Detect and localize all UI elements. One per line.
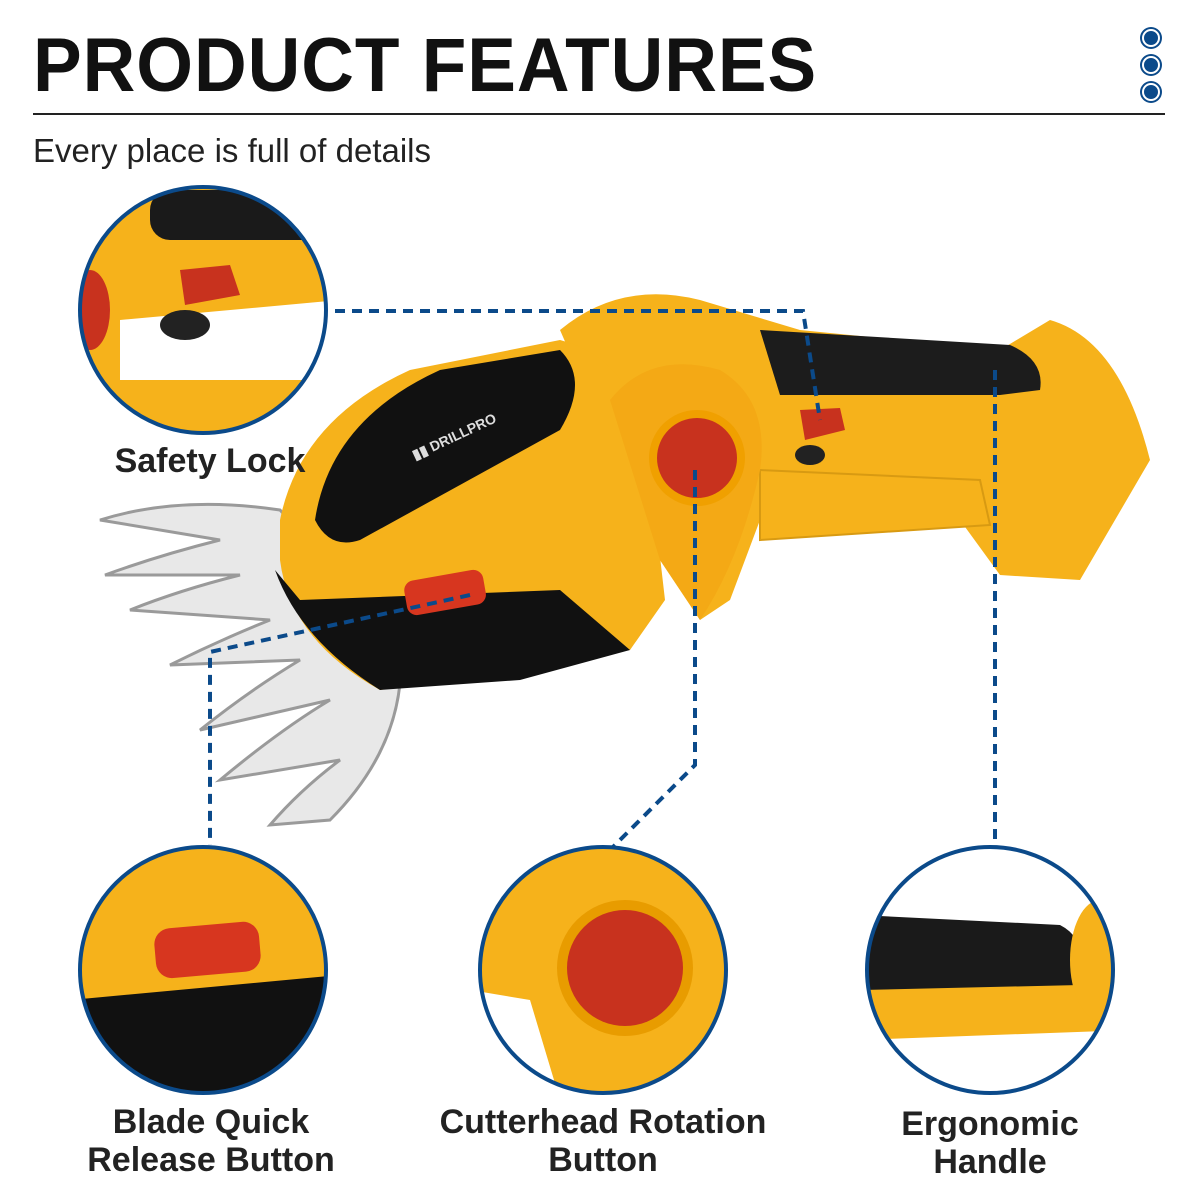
safety-lock-button xyxy=(800,408,845,440)
divider xyxy=(33,113,1165,115)
handle-detail xyxy=(867,847,1113,1093)
feature-label-blade-release: Blade Quick Release Button xyxy=(53,1103,369,1179)
feature-label-cutterhead-rotation: Cutterhead Rotation Button xyxy=(423,1103,783,1179)
label-line: Handle xyxy=(933,1143,1047,1181)
blade-release-detail xyxy=(80,847,326,1093)
label-line: Button xyxy=(548,1141,658,1179)
feature-label-safety-lock: Safety Lock xyxy=(114,442,306,480)
rotation-button-detail xyxy=(480,847,726,1093)
label-line: Release Button xyxy=(87,1141,335,1179)
label-line: Blade Quick xyxy=(112,1103,310,1141)
trimmer-body xyxy=(275,294,1150,690)
feature-label-ergonomic-handle: Ergonomic Handle xyxy=(840,1105,1140,1181)
label-line: Cutterhead Rotation xyxy=(439,1103,767,1141)
dot-icon xyxy=(1142,56,1160,74)
safety-lock-detail xyxy=(80,187,326,433)
rotation-button xyxy=(657,418,737,498)
callout-lines xyxy=(208,309,997,852)
label-line: Ergonomic xyxy=(901,1105,1079,1143)
dot-icon xyxy=(1142,83,1160,101)
page-title: PRODUCT FEATURES xyxy=(33,23,818,108)
page-subtitle: Every place is full of details xyxy=(33,132,432,169)
dot-icon xyxy=(1142,29,1160,47)
release-button xyxy=(404,569,486,616)
decorative-dots xyxy=(1142,29,1160,110)
